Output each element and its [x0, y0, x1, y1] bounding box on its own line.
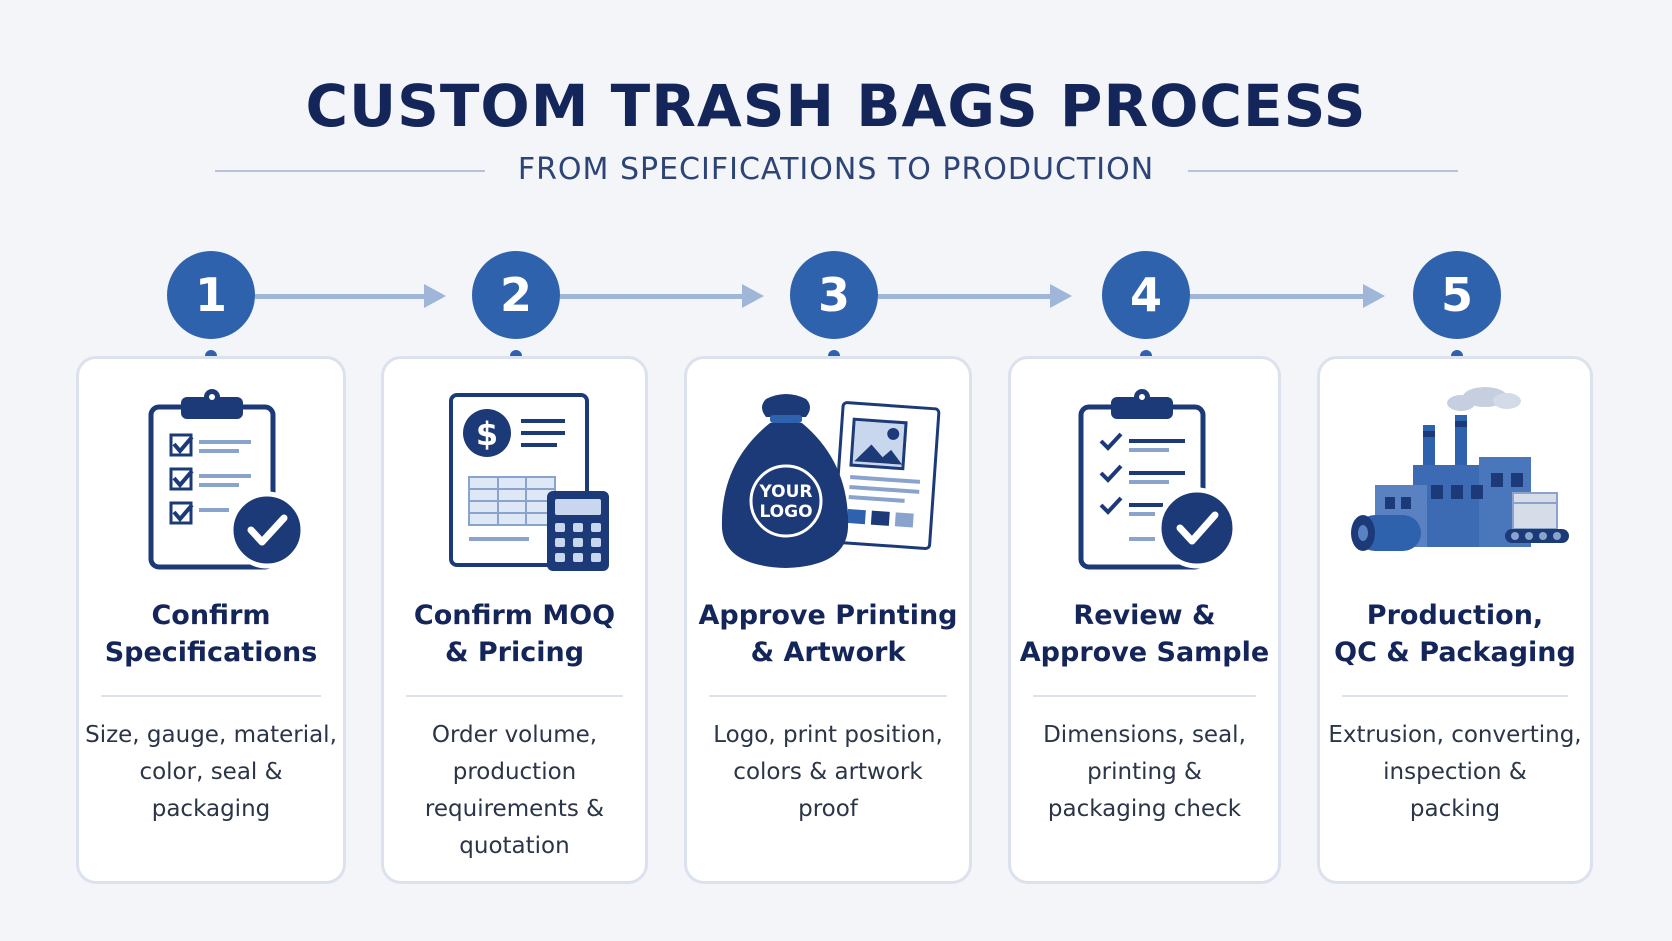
connector-1-2	[255, 294, 435, 299]
connector-3-4	[878, 294, 1061, 299]
step-number-4: 4	[1102, 251, 1190, 339]
step-number-3: 3	[790, 251, 878, 339]
clipboard-approval-icon	[1025, 385, 1265, 575]
step-description: Order volume, production requirements & …	[424, 722, 605, 859]
step-title: Confirm MOQ & Pricing	[413, 600, 616, 668]
step-description: Dimensions, seal, printing & packaging c…	[1043, 722, 1246, 822]
step-description: Extrusion, converting, inspection & pack…	[1328, 722, 1582, 822]
step-title: Approve Printing & Artwork	[698, 600, 958, 668]
step-number-2: 2	[472, 251, 560, 339]
step-title: Confirm Specifications	[104, 600, 318, 668]
factory-icon	[1335, 385, 1575, 575]
subtitle-rule-right	[1188, 170, 1458, 172]
connector-2-3	[560, 294, 754, 299]
card-divider	[406, 695, 623, 697]
svg-text:$: $	[475, 415, 497, 453]
step-card-4: Review & Approve Sample Dimensions, seal…	[1008, 356, 1281, 884]
arrow-right-icon	[742, 284, 764, 308]
page-subtitle: FROM SPECIFICATIONS TO PRODUCTION	[517, 152, 1155, 187]
step-number-1: 1	[167, 251, 255, 339]
page-title: CUSTOM TRASH BAGS PROCESS	[305, 72, 1367, 140]
arrow-right-icon	[1363, 284, 1385, 308]
step-title: Review & Approve Sample	[1019, 600, 1270, 668]
step-card-5: Production, QC & Packaging Extrusion, co…	[1317, 356, 1593, 884]
logo-text-line-1: YOUR	[758, 482, 812, 502]
invoice-calculator-icon: $	[395, 385, 635, 575]
arrow-right-icon	[1050, 284, 1072, 308]
step-title: Production, QC & Packaging	[1334, 600, 1576, 668]
step-card-2: $ Confirm MOQ	[381, 356, 648, 884]
step-description: Logo, print position, colors & artwork p…	[713, 722, 943, 822]
connector-4-5	[1190, 294, 1374, 299]
card-divider	[1033, 695, 1256, 697]
step-card-3: YOUR LOGO Approve Printing & Artwork Log…	[684, 356, 972, 884]
card-divider	[709, 695, 947, 697]
subtitle-row: FROM SPECIFICATIONS TO PRODUCTION	[0, 152, 1672, 192]
card-divider	[101, 695, 321, 697]
card-divider	[1342, 695, 1568, 697]
logo-bag-artwork-icon: YOUR LOGO	[708, 385, 948, 575]
step-number-5: 5	[1413, 251, 1501, 339]
arrow-right-icon	[424, 284, 446, 308]
step-description: Size, gauge, material, color, seal & pac…	[85, 722, 337, 822]
subtitle-rule-left	[215, 170, 485, 172]
clipboard-checklist-icon	[91, 385, 331, 575]
logo-text-line-2: LOGO	[759, 502, 812, 522]
step-card-1: Confirm Specifications Size, gauge, mate…	[76, 356, 346, 884]
